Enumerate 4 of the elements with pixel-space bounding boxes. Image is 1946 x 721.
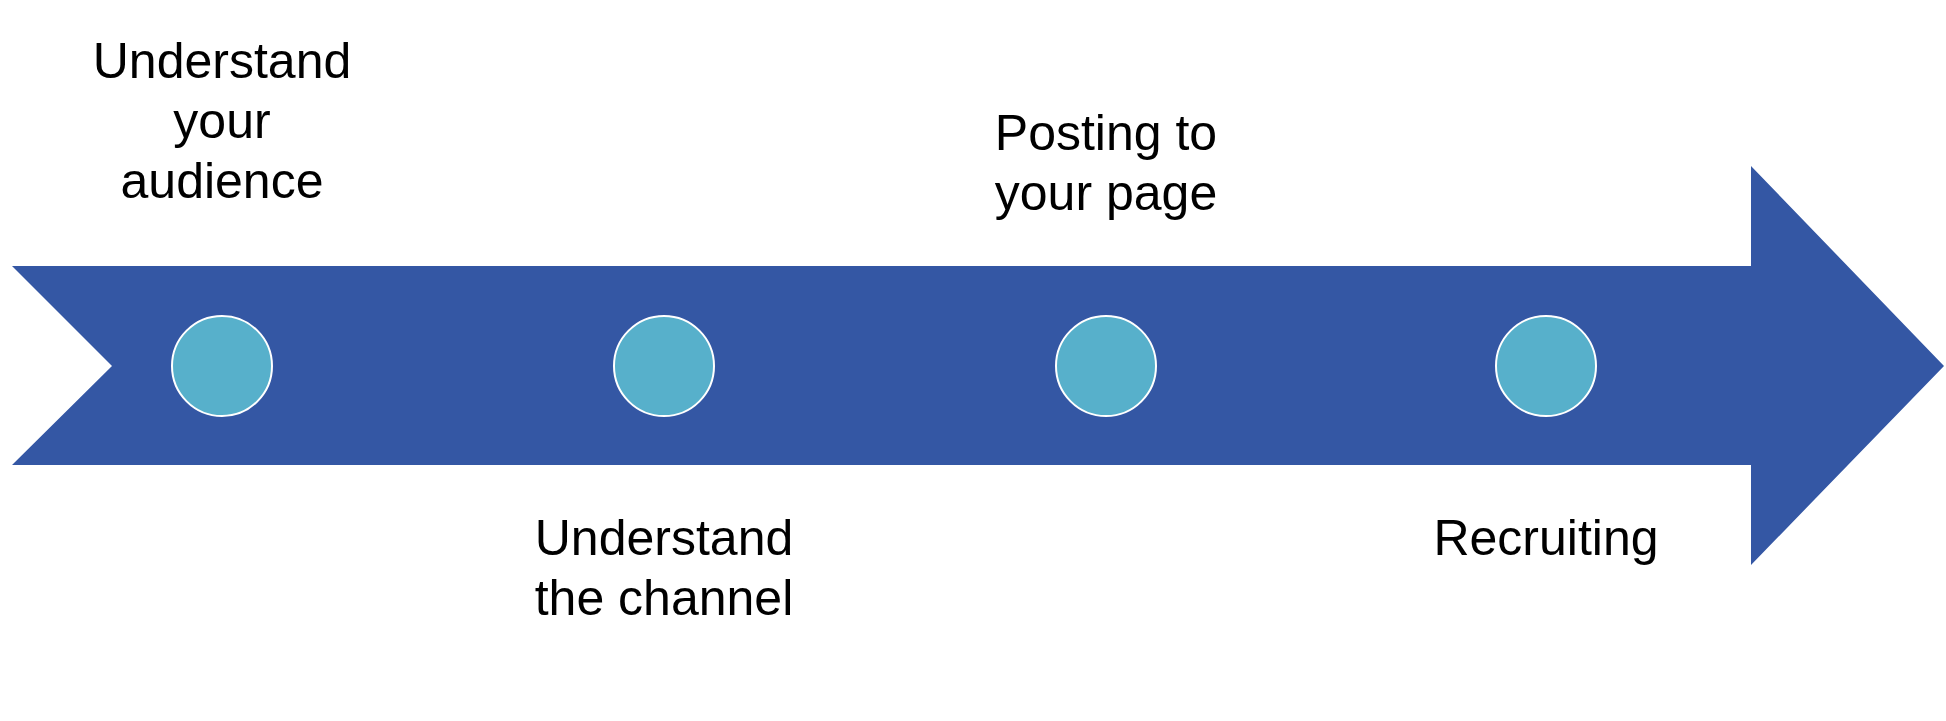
step-label: Understand the channel — [514, 508, 814, 628]
step-label: Posting to your page — [956, 103, 1256, 223]
step-label: Understand your audience — [72, 31, 372, 211]
step-label: Recruiting — [1376, 508, 1716, 568]
